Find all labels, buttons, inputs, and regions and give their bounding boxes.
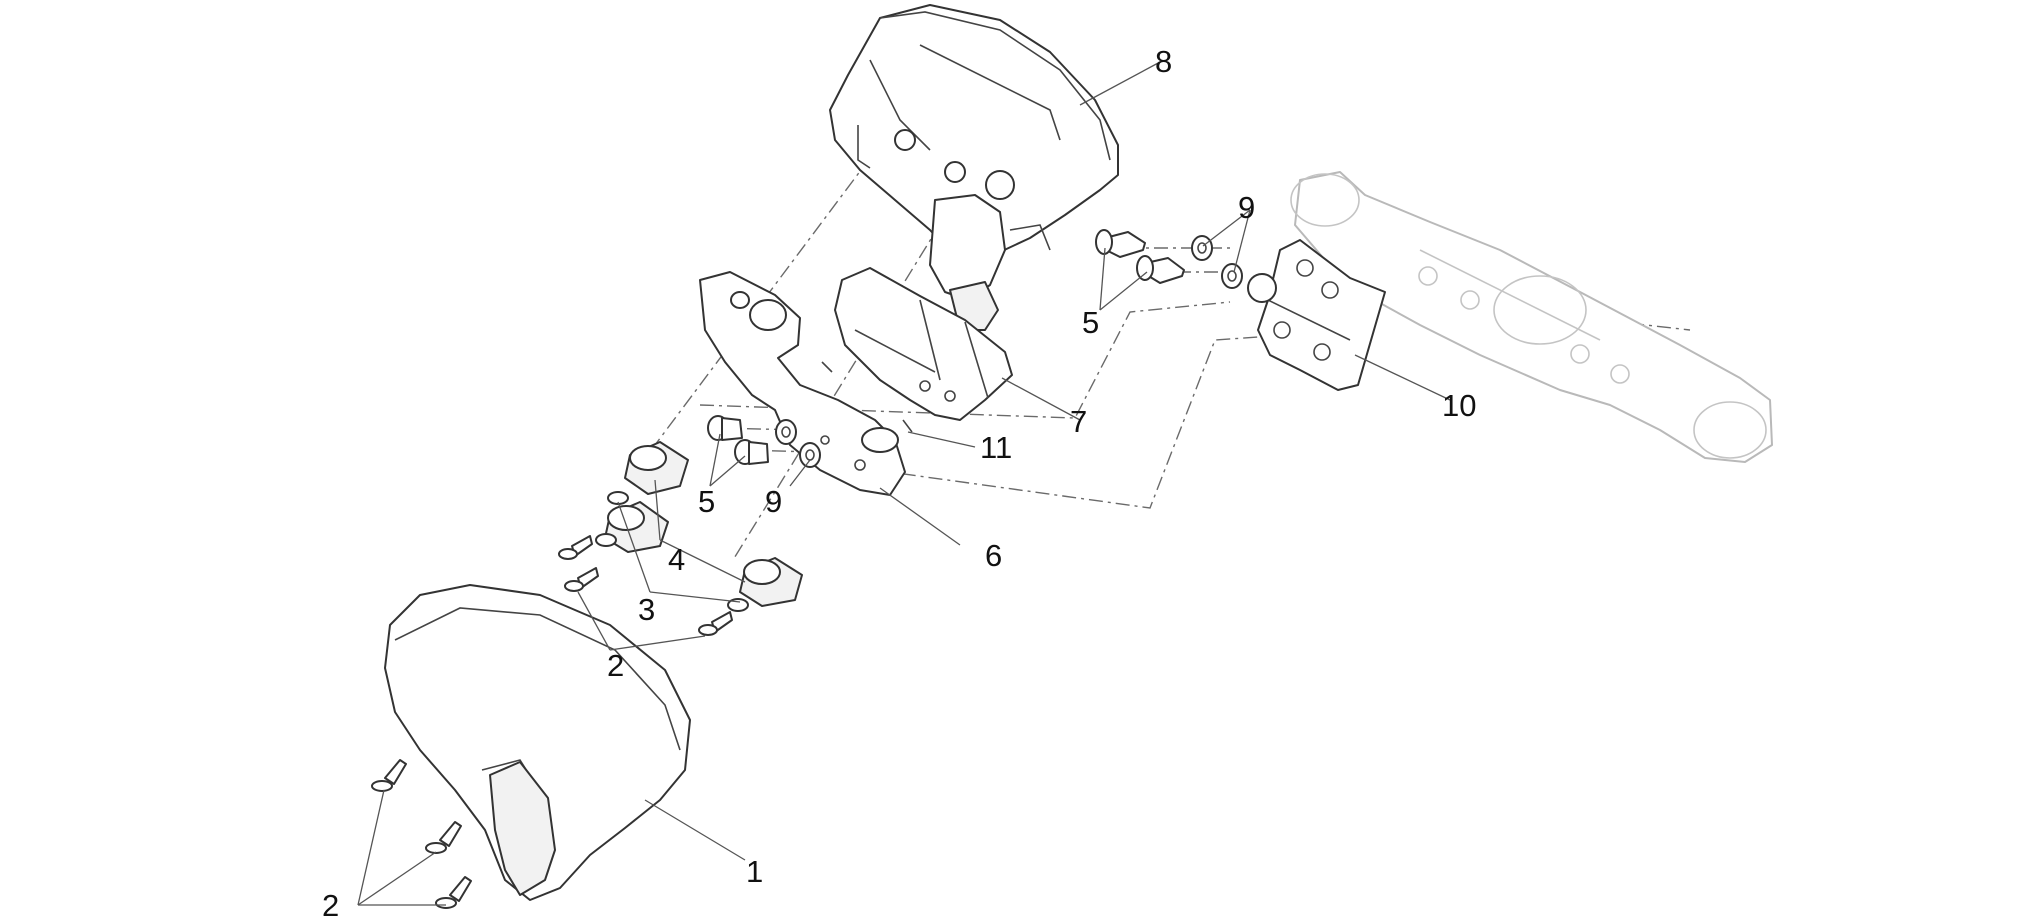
callout-3: 3: [638, 592, 655, 627]
callout-labels: 8 9 5 7 10 11 6 5 9 4 3 2 1 2: [322, 44, 1476, 923]
screws-5-right: [1095, 229, 1185, 284]
callout-11: 11: [980, 430, 1012, 465]
callout-5-right: 5: [1082, 305, 1099, 340]
screws-2-lower: [371, 759, 472, 909]
callout-4: 4: [668, 542, 685, 577]
bushes-3: [595, 491, 749, 612]
callout-1: 1: [746, 854, 763, 889]
callout-8: 8: [1155, 44, 1172, 79]
washers-9-right: [1191, 235, 1243, 289]
cover-plate-7: [821, 267, 1013, 433]
mounting-plate-6: [699, 271, 906, 496]
washers-9-left: [775, 419, 821, 468]
grommets-4: [604, 441, 803, 607]
instrument-cluster-8: [829, 4, 1119, 331]
callout-6: 6: [985, 538, 1002, 573]
callout-2-upper: 2: [607, 648, 624, 683]
callout-9-left: 9: [765, 484, 782, 519]
lower-cover-1: [384, 584, 691, 901]
callout-9-right: 9: [1238, 190, 1255, 225]
screws-2-upper: [558, 535, 733, 636]
callout-7: 7: [1070, 404, 1087, 439]
callout-10: 10: [1442, 388, 1476, 423]
screws-5-left: [707, 415, 769, 465]
bracket-10: [1247, 239, 1386, 391]
callout-2-lower: 2: [322, 888, 339, 923]
callout-5-left: 5: [698, 484, 715, 519]
leader-lines: [357, 61, 1451, 906]
